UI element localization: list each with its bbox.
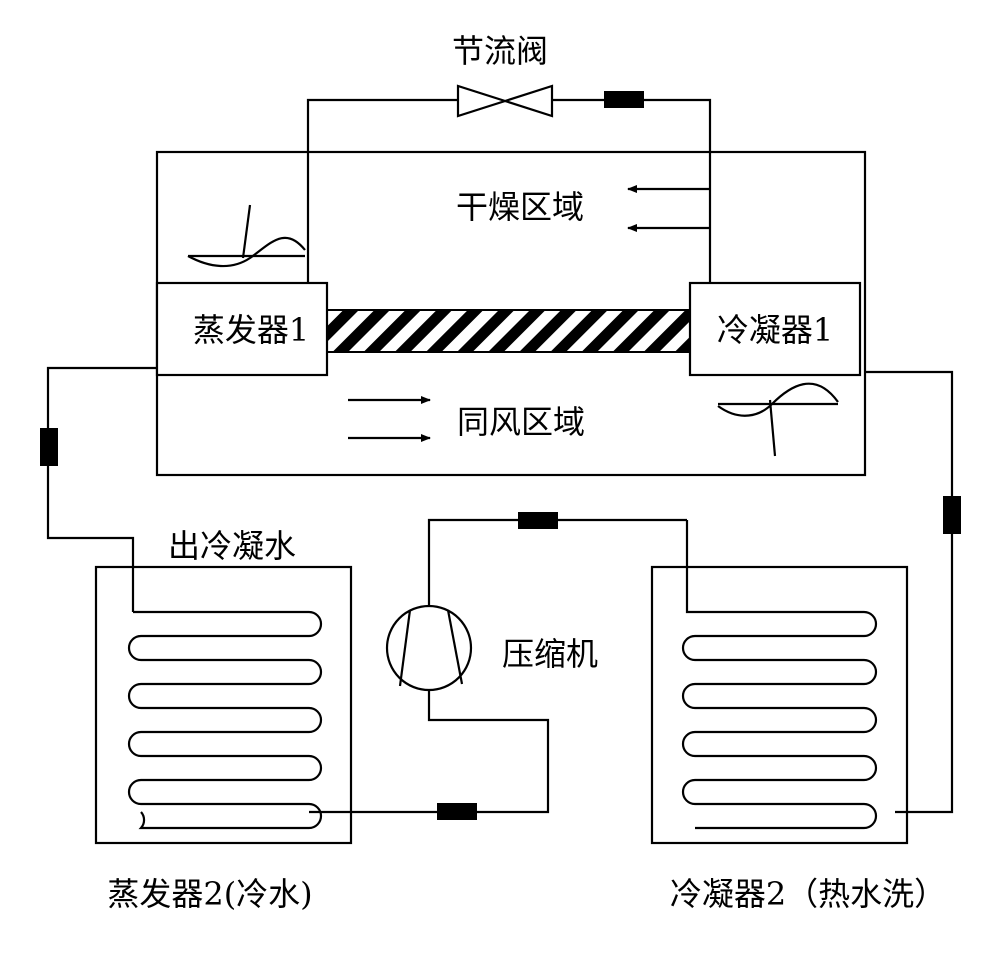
evaporator1-label: 蒸发器1 <box>193 311 309 349</box>
condenser2-box <box>650 565 909 845</box>
condenser2-label: 冷凝器2（热水洗） <box>670 875 946 913</box>
evaporator2-coil <box>127 610 323 830</box>
right-pipe <box>865 370 954 814</box>
compressor-top-pipe <box>427 518 687 605</box>
compressor-icon <box>385 604 473 692</box>
pipe-connector-icon <box>518 512 558 529</box>
throttle-valve-icon <box>456 84 554 118</box>
condensate-out-label: 出冷凝水 <box>168 527 296 565</box>
evaporator2-label: 蒸发器2(冷水) <box>107 875 312 913</box>
pipe-connector-icon <box>437 803 477 820</box>
pipe-connector-icon <box>604 91 644 108</box>
condenser1-box <box>688 281 862 377</box>
evaporator2-box <box>94 565 353 845</box>
throttle-valve-label: 节流阀 <box>452 32 548 70</box>
compressor-bottom-pipe <box>309 690 550 814</box>
evaporator1-box <box>155 281 329 377</box>
compressor-label: 压缩机 <box>502 635 598 673</box>
pipe-connector-icon <box>40 428 58 466</box>
fan-icon <box>717 382 839 457</box>
pipe-connector-icon <box>943 496 961 534</box>
drying-zone-label: 干燥区域 <box>456 188 584 226</box>
condenser2-coil <box>681 520 878 830</box>
fan-icon <box>187 204 306 268</box>
same-wind-zone-label: 同风区域 <box>457 403 585 441</box>
left-pipe <box>46 366 157 612</box>
condenser1-label: 冷凝器1 <box>717 311 833 349</box>
hatched-duct <box>326 309 691 353</box>
